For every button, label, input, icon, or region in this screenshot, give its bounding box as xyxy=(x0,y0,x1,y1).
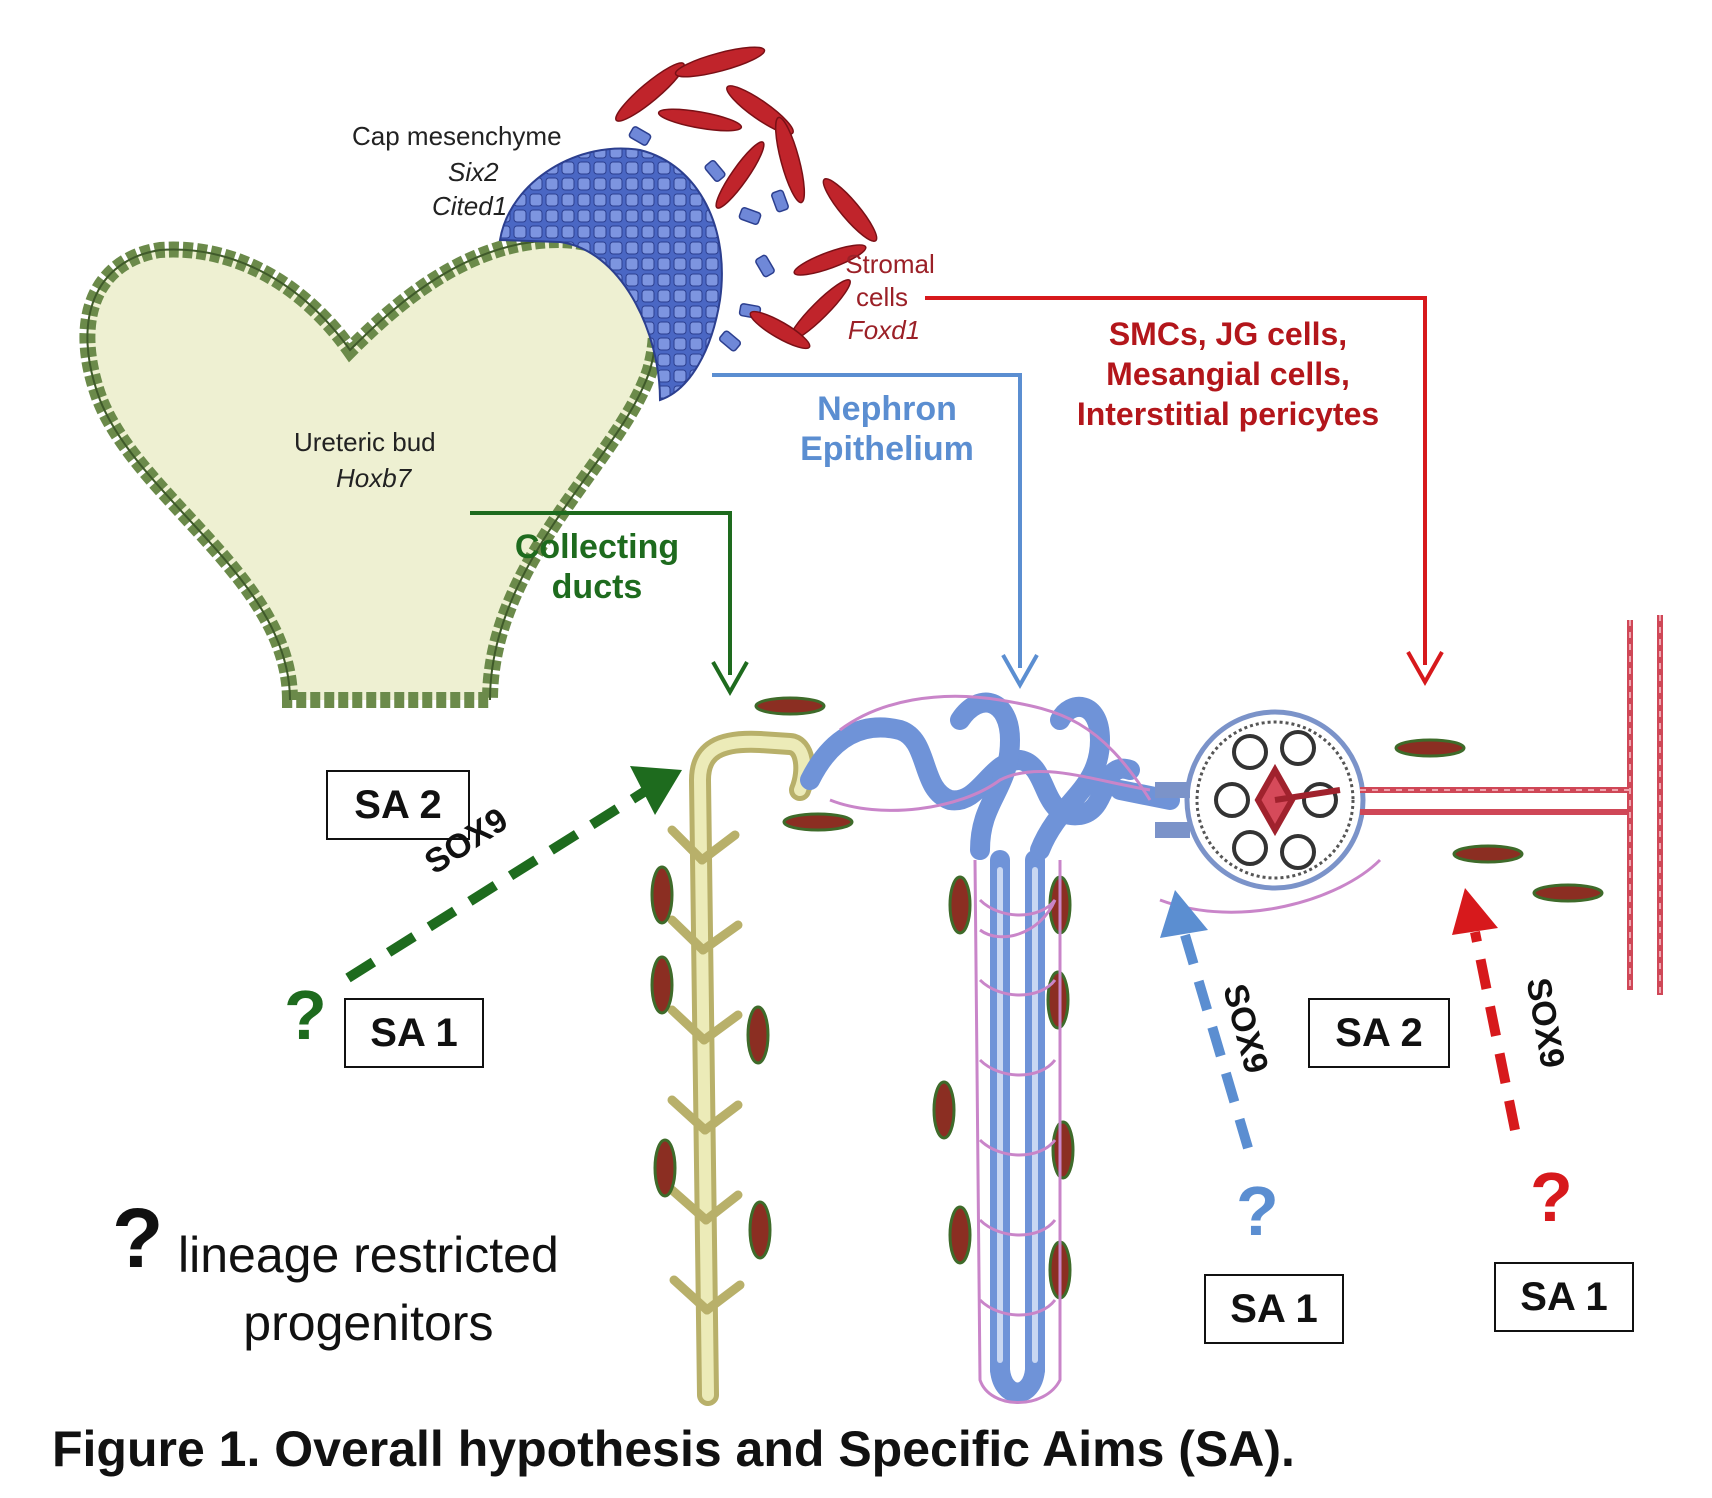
stromal-cells-label-2: cells xyxy=(855,282,908,312)
collecting-ducts-arrow xyxy=(470,511,732,675)
cap-mesenchyme-label: Cap mesenchyme xyxy=(352,121,562,151)
collecting-duct xyxy=(667,730,816,1406)
collecting-ducts-label-1: Collecting xyxy=(514,528,680,566)
glomerulus xyxy=(1155,709,1366,891)
stromal-arrowhead xyxy=(1406,651,1444,687)
nephron-label-1: Nephron xyxy=(817,390,957,428)
stromal-cells-label-1: Stromal xyxy=(845,249,935,279)
progenitor-q-green: ? xyxy=(284,976,327,1054)
nephron-label-2: Epithelium xyxy=(800,430,974,468)
sa1-box-green: SA 1 xyxy=(344,998,484,1068)
interstitial-cells xyxy=(650,696,1604,1300)
collecting-ducts-arrowhead xyxy=(711,661,749,697)
sox9-arrow-blue xyxy=(1160,890,1253,1150)
blood-vessels xyxy=(1360,615,1663,995)
collecting-ducts-label-2: ducts xyxy=(551,568,643,606)
ureteric-bud-label: Ureteric bud xyxy=(294,427,436,457)
legend-line-1: lineage restricted xyxy=(178,1227,559,1283)
legend-line-2: progenitors xyxy=(243,1294,494,1351)
ureteric-bud xyxy=(79,231,664,708)
figure-caption: Figure 1. Overall hypothesis and Specifi… xyxy=(52,1421,1295,1477)
stromal-gene-label: Foxd1 xyxy=(847,315,921,345)
ureteric-gene-label: Hoxb7 xyxy=(336,463,412,493)
cap-gene-cited1: Cited1 xyxy=(432,191,508,221)
stromal-cells xyxy=(615,46,878,350)
stromal-fates-label-1: SMCs, JG cells, xyxy=(1108,316,1348,352)
stromal-fates-label-3: Interstitial pericytes xyxy=(1076,396,1380,432)
sa1-box-blue: SA 1 xyxy=(1204,1274,1344,1344)
sa2-box-left: SA 2 xyxy=(326,770,470,840)
sox9-arrow-green xyxy=(345,766,682,983)
legend-text: lineage restricted progenitors xyxy=(178,1222,559,1357)
progenitor-q-red: ? xyxy=(1530,1158,1573,1236)
cap-mesenchyme xyxy=(498,126,789,402)
stromal-fates-label-2: Mesangial cells, xyxy=(1106,356,1350,392)
stromal-arrow xyxy=(925,296,1427,665)
sa1-box-red: SA 1 xyxy=(1494,1262,1634,1332)
sa2-box-right: SA 2 xyxy=(1308,998,1450,1068)
nephron-arrowhead xyxy=(1001,654,1039,690)
cap-gene-six2: Six2 xyxy=(448,157,499,187)
nephron-tubules xyxy=(800,692,1382,1404)
progenitor-q-blue: ? xyxy=(1236,1172,1279,1250)
nephron-arrow xyxy=(712,373,1022,668)
legend-symbol: ? xyxy=(112,1191,164,1285)
sox9-arrow-red xyxy=(1452,888,1520,1131)
